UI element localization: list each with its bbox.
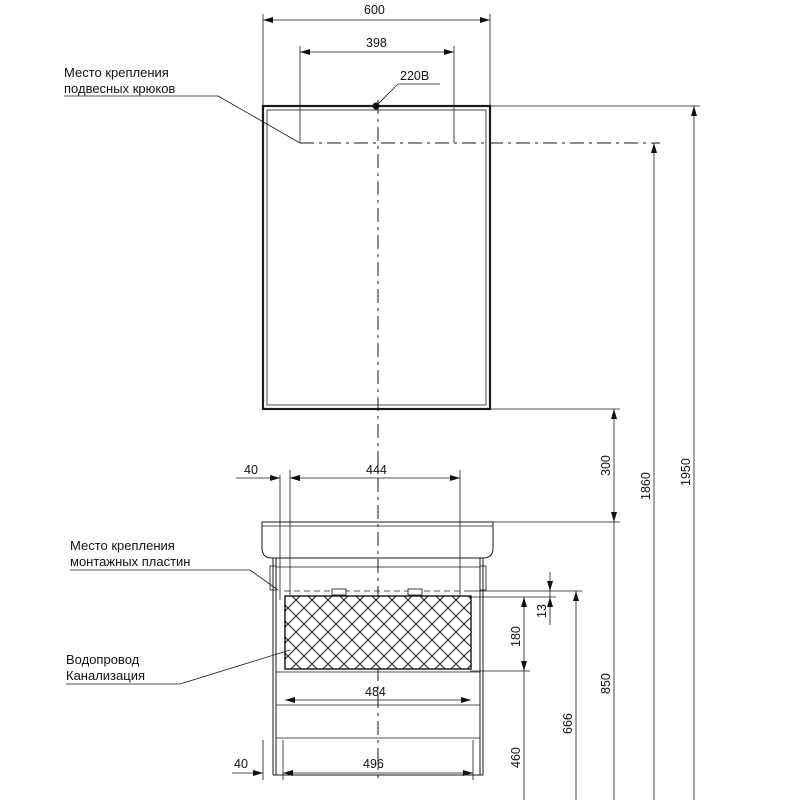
dim-pipe-zone-width: 484 [285, 685, 471, 703]
dim-180-label: 180 [509, 626, 523, 647]
dim-13-label: 13 [535, 604, 549, 618]
dim-1950-label: 1950 [679, 458, 693, 486]
dim-mirror-width: 600 [262, 3, 491, 106]
pipes-callout: Водопровод Канализация [66, 649, 291, 685]
plumbing-zone [284, 588, 472, 670]
dim-cabinet-width: 496 40 [232, 740, 474, 780]
mirror [261, 104, 492, 411]
dim-40-top-label: 40 [244, 463, 258, 477]
dim-plate-spacing: 444 40 [236, 463, 461, 600]
dim-right-verticals: 1950 1860 300 850 666 13 180 460 [470, 105, 700, 800]
dim-1860-label: 1860 [639, 472, 653, 500]
dim-666-label: 666 [561, 713, 575, 734]
dim-600-label: 600 [364, 3, 385, 17]
dim-hook-spacing: 398 [299, 36, 455, 143]
plates-label-line2: монтажных пластин [70, 554, 190, 569]
plates-label-line1: Место крепления [70, 538, 175, 553]
dim-40-bottom-label: 40 [234, 757, 248, 771]
dim-444-label: 444 [366, 463, 387, 477]
pipes-label-line2: Канализация [66, 668, 145, 683]
pipes-label-line1: Водопровод [66, 652, 140, 667]
plates-callout: Место крепления монтажных пластин [70, 538, 279, 591]
power-label: 220В [400, 69, 429, 83]
dim-460-label: 460 [509, 747, 523, 768]
dim-398-label: 398 [366, 36, 387, 50]
hooks-label-line2: подвесных крюков [64, 81, 175, 96]
washbasin-cabinet [261, 521, 494, 776]
hooks-label-line1: Место крепления [64, 65, 169, 80]
dim-484-label: 484 [365, 685, 386, 699]
dim-496-label: 496 [363, 757, 384, 771]
hooks-callout: Место крепления подвесных крюков [64, 65, 301, 144]
dim-300-label: 300 [599, 455, 613, 476]
dim-850-label: 850 [599, 673, 613, 694]
